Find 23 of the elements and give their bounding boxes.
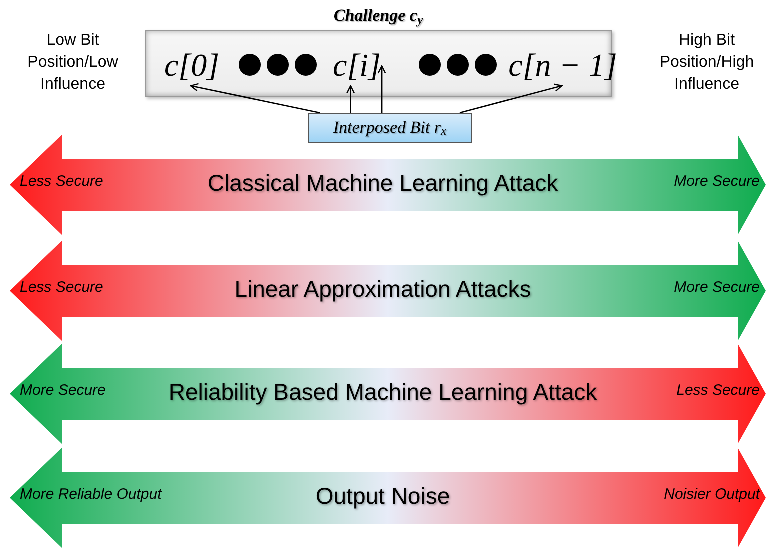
- arrow: [460, 84, 563, 114]
- note-label: Low Bit Position/Low Influence: [26, 31, 120, 95]
- band-end-label: More Secure: [20, 381, 106, 401]
- band-end-label: Less Secure: [20, 172, 104, 192]
- bit-label: c[i]: [331, 43, 383, 87]
- note-label: High Bit Position/High Influence: [658, 31, 756, 95]
- challenge-heading: Challenge c$_{y}$: [334, 5, 424, 28]
- band-end-label: More Secure: [674, 172, 760, 192]
- band-title: Reliability Based Machine Learning Attack: [168, 378, 598, 406]
- bit-label: c[0]: [161, 43, 223, 87]
- band-end-label: More Secure: [674, 278, 760, 298]
- band-title: Linear Approximation Attacks: [234, 275, 532, 303]
- band-end-label: Noisier Output: [664, 485, 760, 505]
- band-end-label: Less Secure: [20, 278, 104, 298]
- band-end-label: Less Secure: [676, 381, 760, 401]
- band-title: Classical Machine Learning Attack: [208, 169, 558, 197]
- band-end-label: More Reliable Output: [20, 485, 162, 505]
- interposed-bit-box: Interposed Bit r$_{x}$: [308, 113, 472, 143]
- arrow: [346, 85, 356, 113]
- arrow: [378, 66, 386, 113]
- band-title: Output Noise: [316, 482, 450, 510]
- bit-label: c[n − 1]: [507, 43, 619, 87]
- arrow: [190, 83, 320, 114]
